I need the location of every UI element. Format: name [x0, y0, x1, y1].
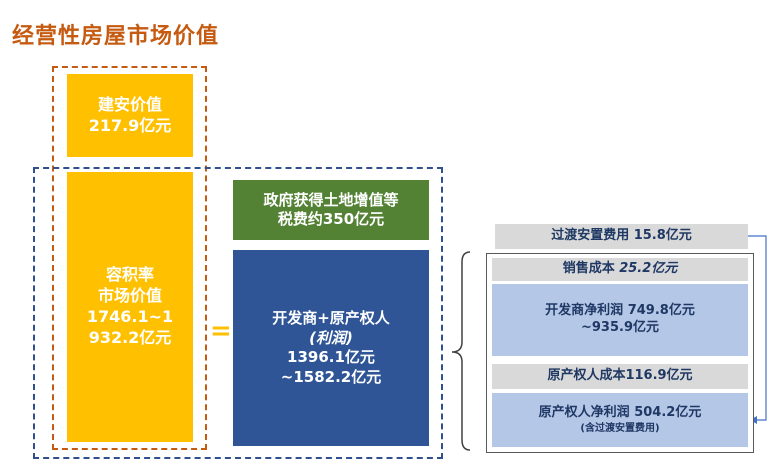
far-value-line2: 市场价值: [97, 286, 162, 306]
owner-profit-line1: 原产权人净利润 504.2亿元: [538, 405, 702, 421]
far-market-value-box: 容积率 市场价值 1746.1~1 932.2亿元: [67, 172, 193, 442]
build-value-label: 建安价值: [97, 94, 162, 114]
sales-cost-box: 销售成本 25.2亿元: [492, 258, 748, 281]
developer-line4: ~1582.2亿元: [280, 367, 382, 386]
government-tax-box: 政府获得土地增值等 税费约350亿元: [233, 180, 429, 240]
equals-sign: =: [210, 316, 232, 346]
transition-cost-box: 过渡安置费用 15.8亿元: [495, 224, 748, 249]
owner-net-profit-box: 原产权人净利润 504.2亿元 (含过渡安置费用): [492, 393, 748, 447]
far-value-line3: 1746.1~1: [86, 307, 174, 326]
government-line1: 政府获得土地增值等: [263, 190, 399, 209]
sales-cost-label: 销售成本: [562, 261, 620, 277]
developer-line1: 开发商+原产权人: [272, 309, 390, 327]
far-value-line1: 容积率: [105, 265, 154, 285]
transition-arrow-line: [748, 235, 767, 421]
developer-line3: 1396.1亿元: [287, 348, 375, 366]
owner-profit-note: (含过渡安置费用): [580, 422, 660, 434]
sales-cost-value: 25.2亿元: [619, 261, 678, 277]
blue-dashed-frame: [33, 167, 443, 459]
developer-line2: (利润): [309, 328, 353, 347]
developer-profit-line1: 开发商净利润 749.8亿元: [545, 303, 695, 319]
transition-cost-text: 过渡安置费用 15.8亿元: [551, 228, 692, 244]
build-value-box: 建安价值 217.9亿元: [67, 74, 193, 157]
developer-profit-line2: ~935.9亿元: [580, 320, 659, 335]
sales-cost-text: 销售成本 25.2亿元: [563, 261, 678, 278]
owner-cost-text: 原产权人成本116.9亿元: [547, 368, 693, 384]
orange-dashed-frame: [52, 66, 207, 450]
government-line2: 税费约350亿元: [277, 210, 385, 228]
developer-owner-profit-box: 开发商+原产权人 (利润) 1396.1亿元 ~1582.2亿元: [233, 250, 429, 446]
developer-net-profit-box: 开发商净利润 749.8亿元 ~935.9亿元: [492, 284, 748, 356]
page-title: 经营性房屋市场价值: [12, 24, 220, 49]
far-value-line4: 932.2亿元: [88, 327, 172, 347]
build-value-amount: 217.9亿元: [88, 115, 172, 135]
owner-cost-box: 原产权人成本116.9亿元: [492, 364, 748, 389]
curly-brace: [451, 251, 471, 451]
